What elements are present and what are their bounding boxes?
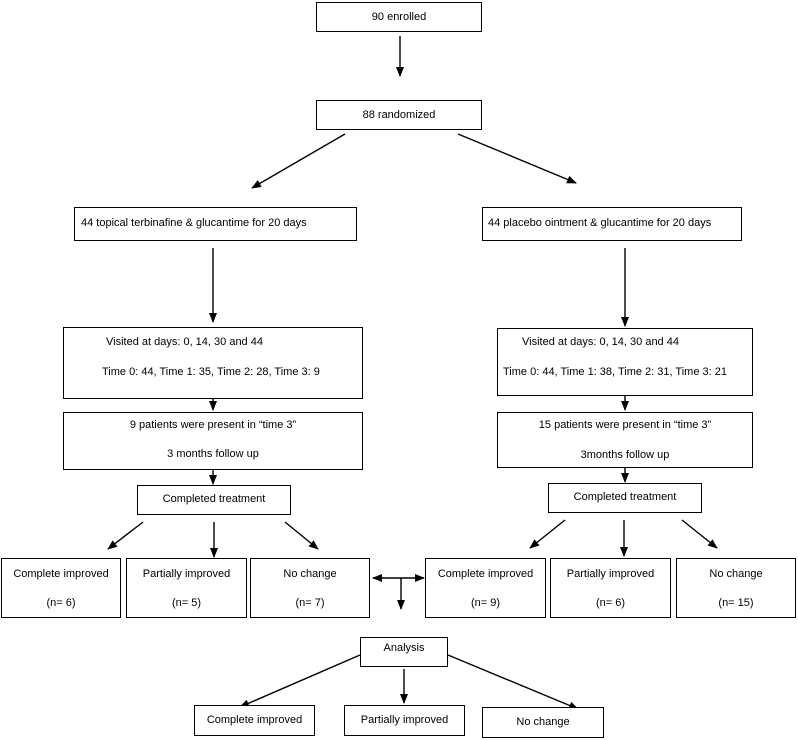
arrow-right-complete (529, 519, 566, 549)
analysis-complete-text: Complete improved (206, 714, 303, 726)
left-present-text: 9 patients were present in “time 3” (129, 419, 297, 431)
right-outcome-nochange-label: No change (709, 568, 763, 580)
randomized-text: 88 randomized (362, 109, 436, 121)
right-completed-text: Completed treatment (573, 491, 677, 503)
right-outcome-nochange-box: No change (n= 15) (676, 558, 796, 618)
right-outcome-partial-box: Partially improved (n= 6) (550, 558, 671, 618)
analysis-text: Analysis (383, 642, 425, 654)
randomized-box: 88 randomized (316, 100, 482, 130)
right-present-text: 15 patients were present in “time 3” (538, 419, 712, 431)
left-followup-text: 3 months follow up (167, 448, 259, 460)
analysis-partial-text: Partially improved (360, 714, 449, 726)
right-outcome-partial-label: Partially improved (566, 568, 655, 580)
analysis-partial-box: Partially improved (344, 705, 465, 736)
left-outcome-partial-n: (n= 5) (171, 597, 202, 609)
left-completed-text: Completed treatment (162, 493, 266, 505)
left-arm-text: 44 topical terbinafine & glucantime for … (81, 217, 307, 229)
analysis-complete-box: Complete improved (194, 705, 315, 736)
right-followup-text: 3months follow up (580, 449, 670, 461)
right-outcome-complete-box: Complete improved (n= 9) (425, 558, 546, 618)
right-outcome-partial-n: (n= 6) (595, 597, 626, 609)
arrow-left-complete (107, 521, 144, 550)
left-present-box: 9 patients were present in “time 3” 3 mo… (63, 412, 363, 470)
left-completed-box: Completed treatment (137, 485, 291, 515)
left-outcome-complete-n: (n= 6) (46, 597, 76, 609)
left-outcome-partial-box: Partially improved (n= 5) (126, 558, 247, 618)
right-visits-box: Visited at days: 0, 14, 30 and 44 Time 0… (497, 328, 753, 396)
left-outcome-complete-label: Complete improved (13, 568, 109, 580)
arrow-left-nochange (284, 521, 319, 550)
enrolled-text: 90 enrolled (371, 11, 427, 23)
arrow-analysis-complete (239, 654, 361, 708)
right-present-box: 15 patients were present in “time 3” 3mo… (497, 412, 753, 468)
left-arm-box: 44 topical terbinafine & glucantime for … (74, 207, 357, 241)
left-visits-times: Time 0: 44, Time 1: 35, Time 2: 28, Time… (102, 366, 320, 378)
left-outcome-nochange-n: (n= 7) (295, 597, 325, 609)
left-outcome-nochange-label: No change (283, 568, 337, 580)
left-visits-title: Visited at days: 0, 14, 30 and 44 (106, 336, 263, 348)
right-arm-text: 44 placebo ointment & glucantime for 20 … (488, 217, 712, 229)
left-visits-box: Visited at days: 0, 14, 30 and 44 Time 0… (63, 327, 363, 399)
left-outcome-nochange-box: No change (n= 7) (250, 558, 370, 618)
right-completed-box: Completed treatment (548, 483, 702, 513)
arrow-randomized-left (251, 133, 346, 189)
arrow-randomized-right (457, 133, 577, 184)
right-outcome-complete-n: (n= 9) (470, 597, 501, 609)
left-outcome-complete-box: Complete improved (n= 6) (1, 558, 121, 618)
arrow-analysis-nochange (447, 654, 579, 710)
right-visits-title: Visited at days: 0, 14, 30 and 44 (522, 336, 679, 348)
right-arm-box: 44 placebo ointment & glucantime for 20 … (482, 207, 742, 241)
left-outcome-partial-label: Partially improved (142, 568, 231, 580)
analysis-box: Analysis (360, 637, 448, 667)
analysis-nochange-text: No change (516, 716, 570, 728)
right-visits-times: Time 0: 44, Time 1: 38, Time 2: 31, Time… (503, 366, 727, 378)
analysis-nochange-box: No change (482, 707, 604, 738)
arrow-right-nochange (681, 519, 718, 549)
right-outcome-nochange-n: (n= 15) (718, 597, 754, 609)
enrolled-box: 90 enrolled (316, 2, 482, 32)
right-outcome-complete-label: Complete improved (437, 568, 534, 580)
